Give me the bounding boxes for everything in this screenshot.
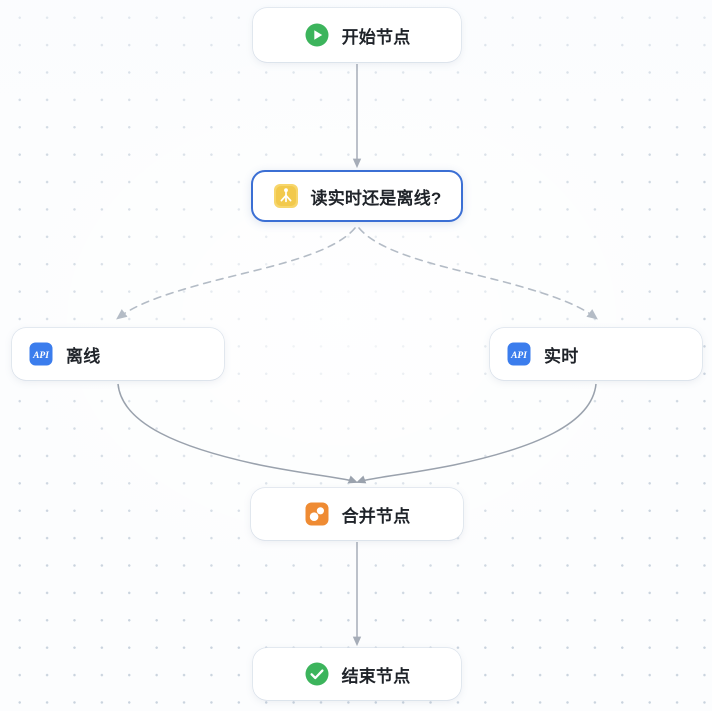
node-start-label: 开始节点 bbox=[341, 27, 411, 47]
node-end[interactable]: 结束节点 bbox=[253, 648, 461, 700]
svg-text:API: API bbox=[32, 351, 49, 361]
edge-realtime-to-merge bbox=[356, 383, 597, 484]
check-circle-icon bbox=[304, 661, 330, 687]
node-offline[interactable]: API 离线 bbox=[12, 328, 224, 380]
node-realtime[interactable]: API 实时 bbox=[490, 328, 702, 380]
node-end-label: 结束节点 bbox=[341, 666, 411, 686]
play-circle-icon bbox=[304, 22, 330, 48]
node-start[interactable]: 开始节点 bbox=[253, 8, 461, 62]
condition-icon bbox=[273, 183, 299, 209]
edge-decision-to-offline bbox=[116, 227, 356, 320]
api-icon: API bbox=[28, 341, 54, 367]
node-decision-label: 读实时还是离线? bbox=[310, 188, 442, 208]
node-merge-label: 合并节点 bbox=[341, 506, 411, 526]
edge-offline-to-merge bbox=[117, 383, 358, 484]
merge-icon bbox=[304, 501, 330, 527]
node-offline-label: 离线 bbox=[66, 346, 101, 366]
node-realtime-label: 实时 bbox=[544, 346, 579, 366]
svg-text:API: API bbox=[510, 351, 527, 361]
node-merge[interactable]: 合并节点 bbox=[251, 488, 463, 540]
edge-decision-to-realtime bbox=[358, 227, 598, 320]
node-decision[interactable]: 读实时还是离线? bbox=[251, 170, 463, 222]
api-icon: API bbox=[506, 341, 532, 367]
